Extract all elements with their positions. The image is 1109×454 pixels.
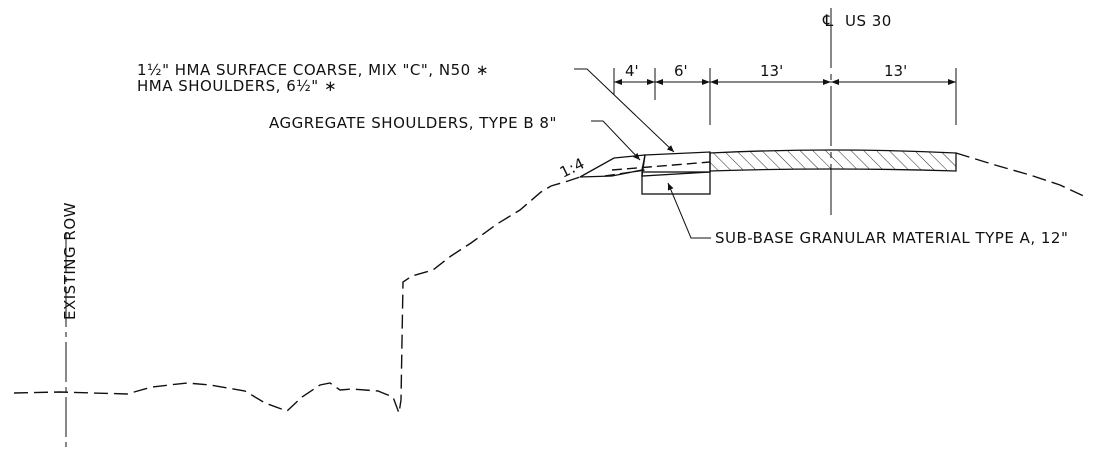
leader-sub-base bbox=[667, 182, 711, 239]
aggregate-shoulders-label: AGGREGATE SHOULDERS, TYPE B 8" bbox=[269, 114, 557, 132]
surface-course-line bbox=[611, 161, 711, 171]
hma-shoulders-label: HMA SHOULDERS, 6½" ∗ bbox=[137, 77, 337, 95]
sub-base-label: SUB-BASE GRANULAR MATERIAL TYPE A, 12" bbox=[715, 229, 1068, 247]
existing-row-label: EXISTING ROW bbox=[61, 202, 79, 320]
centerline: ℄ US 30 bbox=[822, 8, 892, 215]
existing-ground-left bbox=[13, 176, 581, 416]
leader-surface-course bbox=[574, 68, 675, 153]
centerline-symbol: ℄ bbox=[822, 11, 834, 30]
slope-line bbox=[604, 169, 646, 177]
existing-row-marker: EXISTING ROW bbox=[61, 202, 79, 452]
leader-lines bbox=[574, 68, 711, 239]
sub-base-box bbox=[641, 171, 711, 195]
hatched-pavement bbox=[709, 149, 957, 172]
centerline-label: US 30 bbox=[845, 12, 892, 30]
existing-ground-right bbox=[955, 152, 1089, 199]
shoulder-structure bbox=[579, 151, 711, 195]
leader-aggregate-shoulders bbox=[591, 120, 641, 161]
aggregate-shoulder-shape bbox=[579, 154, 646, 178]
dimension-string: 4' 6' 13' 13' bbox=[613, 62, 957, 125]
dim-label-13ft-left: 13' bbox=[760, 62, 783, 80]
surface-course-label: 1½" HMA SURFACE COARSE, MIX "C", N50 ∗ bbox=[137, 61, 489, 79]
dim-label-6ft: 6' bbox=[674, 62, 688, 80]
dim-arrows bbox=[614, 79, 956, 85]
dim-label-4ft: 4' bbox=[625, 62, 639, 80]
dim-label-13ft-right: 13' bbox=[884, 62, 907, 80]
